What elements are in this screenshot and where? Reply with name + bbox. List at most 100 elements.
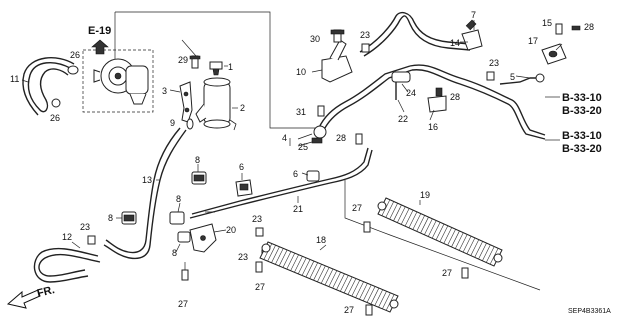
clamp-26-bottom xyxy=(51,98,61,108)
cooler-fin xyxy=(332,272,341,289)
bolt-28-upper xyxy=(571,25,581,31)
callout-7: 7 xyxy=(471,10,476,20)
bolt-29 xyxy=(189,55,201,69)
callout-28-mid: 28 xyxy=(450,92,460,102)
bracket-10 xyxy=(321,39,353,83)
callout-15: 15 xyxy=(542,18,552,28)
cooler-fin xyxy=(393,204,402,222)
callout-26-top: 26 xyxy=(70,50,80,60)
cooler-fin xyxy=(485,246,495,263)
cooler-fin xyxy=(385,201,395,218)
pipe-14-lower xyxy=(409,64,546,140)
bolt-30 xyxy=(330,29,345,43)
callout-5: 5 xyxy=(510,72,515,82)
reservoir-bracket xyxy=(179,81,193,123)
callout-6-upper: 6 xyxy=(239,162,244,172)
reservoir-cap xyxy=(209,61,223,76)
callout-17: 17 xyxy=(528,36,538,46)
callout-28-left: 28 xyxy=(336,133,346,143)
reservoir-assembly xyxy=(195,77,237,131)
cooler-fin xyxy=(443,227,453,244)
bolt-15 xyxy=(555,23,563,35)
bolt-27-d xyxy=(461,267,469,279)
callout-11: 11 xyxy=(10,74,19,84)
pipe-21 xyxy=(189,147,373,219)
cooler-fin xyxy=(309,262,318,279)
clip-16 xyxy=(427,95,447,113)
callout-12: 12 xyxy=(62,232,72,242)
cooler-fin xyxy=(336,273,345,290)
ref-b3320-b: B-33-20 xyxy=(562,143,602,155)
callout-28-upper: 28 xyxy=(584,22,594,32)
front-direction-label: FR. xyxy=(36,284,56,300)
front-direction-arrow xyxy=(6,289,41,309)
callout-23-a: 23 xyxy=(360,30,370,40)
cooler-fin xyxy=(482,244,491,261)
callout-30: 30 xyxy=(310,34,320,44)
callout-31: 31 xyxy=(296,107,306,117)
cooler-fin xyxy=(278,249,288,267)
cooler-fin xyxy=(447,229,456,246)
oil-cooler-18 xyxy=(259,241,399,313)
cooler-fin xyxy=(455,232,464,249)
cooler-fin xyxy=(297,257,307,275)
cooler-fin xyxy=(420,216,429,234)
callout-24: 24 xyxy=(406,88,416,98)
cooler-fin xyxy=(275,248,284,265)
callout-6-pipe: 6 xyxy=(293,169,298,179)
cooler-fin xyxy=(271,246,280,263)
cooler-fin xyxy=(374,289,383,306)
bolt-23-a xyxy=(361,43,370,53)
hose-clip-9 xyxy=(186,118,194,130)
bolt-31 xyxy=(317,105,325,117)
cooler-fin xyxy=(313,264,322,281)
bolt-23-c xyxy=(87,235,96,245)
bolt-28-left xyxy=(355,133,363,145)
clamp-7 xyxy=(461,19,483,51)
clamp-17 xyxy=(541,43,567,65)
cooler-fin xyxy=(478,242,487,260)
cooler-fin xyxy=(408,211,418,229)
callout-18: 18 xyxy=(316,235,326,245)
pump-reference-box xyxy=(82,39,154,113)
cooler-fin xyxy=(474,241,483,258)
cooler-fin xyxy=(286,252,296,270)
callout-20: 20 xyxy=(226,225,236,235)
cooler-fin xyxy=(324,268,334,286)
clamp-26-top xyxy=(67,65,79,75)
cooler-19-fins xyxy=(381,199,499,265)
cooler-fin xyxy=(328,270,338,287)
callout-27-b: 27 xyxy=(255,282,265,292)
cooler-fin xyxy=(290,254,299,271)
clip-8-a xyxy=(191,171,207,185)
callout-3: 3 xyxy=(162,86,167,96)
cooler-fin xyxy=(435,223,445,241)
pipe-14 xyxy=(359,11,471,57)
cooler-fin xyxy=(317,265,326,282)
cooler-fin xyxy=(427,220,437,237)
cooler-fin xyxy=(382,292,391,309)
bolt-23-d xyxy=(255,227,264,237)
cooler-fin xyxy=(366,286,376,303)
cooler-fin xyxy=(404,209,414,227)
cooler-fin xyxy=(458,234,468,251)
callout-23-e: 23 xyxy=(238,252,248,262)
callout-27-d: 27 xyxy=(442,268,452,278)
callout-26-bottom: 26 xyxy=(50,113,60,123)
leader-lines xyxy=(21,20,563,253)
cooler-fin xyxy=(412,213,422,230)
cooler-fin xyxy=(470,239,480,256)
hose-11 xyxy=(22,57,75,116)
bolt-27-e xyxy=(365,304,373,316)
callout-8-b: 8 xyxy=(108,213,113,223)
cooler-fin xyxy=(416,215,425,232)
callout-27-c: 27 xyxy=(352,203,362,213)
cooler-fin xyxy=(370,287,380,305)
callout-8-d: 8 xyxy=(172,248,177,258)
ref-b3320-a: B-33-20 xyxy=(562,105,602,117)
callout-23-c: 23 xyxy=(80,222,90,232)
clip-8-d xyxy=(177,231,191,243)
pressure-line-4 xyxy=(311,65,413,144)
fitting-22 xyxy=(391,71,411,100)
